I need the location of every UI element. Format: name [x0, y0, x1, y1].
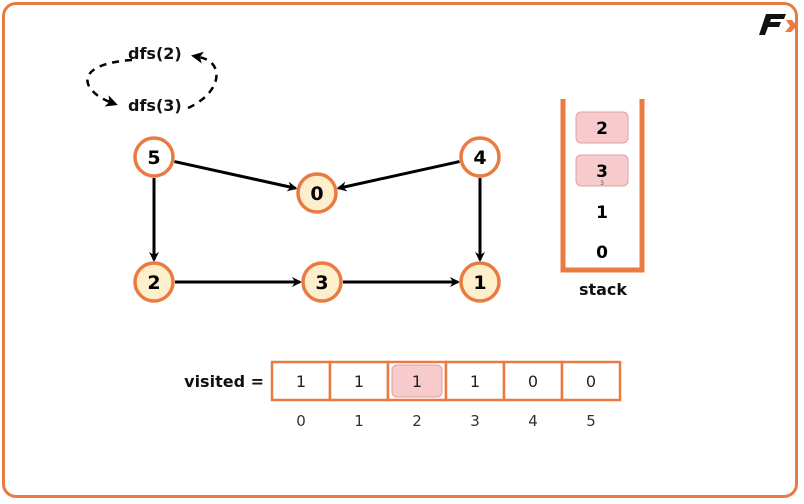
- return-arrow-up: [187, 51, 218, 110]
- stack-item: 33: [575, 154, 629, 187]
- stack-item: 2: [575, 111, 629, 144]
- node-label: 0: [310, 183, 323, 205]
- node-circle: [459, 261, 501, 303]
- visited-cell-value: 1: [470, 372, 480, 391]
- edge-5-to-0: [174, 160, 298, 192]
- visited-cell: 05: [560, 360, 622, 430]
- graph-node-4: 4: [459, 136, 501, 178]
- visited-cell: 04: [502, 360, 564, 430]
- visited-label: visited =: [184, 372, 264, 391]
- recursion-annotation: dfs(2) dfs(3): [86, 44, 218, 115]
- node-circle: [296, 172, 338, 214]
- node-label: 1: [473, 272, 486, 294]
- visited-cell-value: 1: [354, 372, 364, 391]
- visited-cell-value: 1: [296, 372, 306, 391]
- visited-cell: 11: [328, 360, 390, 430]
- visited-index-label: 1: [354, 412, 364, 430]
- graph-node-3: 3: [301, 261, 343, 303]
- graph-node-0: 0: [296, 172, 338, 214]
- node-label: 3: [315, 272, 328, 294]
- brand-logo: [759, 14, 797, 35]
- visited-cell-box: [444, 360, 506, 402]
- stack-item: 0: [596, 243, 608, 263]
- graph-node-2: 2: [133, 261, 175, 303]
- call-label-dfs-2: dfs(2): [128, 44, 182, 63]
- diagram-frame: [2, 2, 798, 498]
- visited-cell-value: 1: [412, 372, 422, 391]
- stack-item-highlight: [575, 154, 629, 187]
- visited-cell-value: 0: [528, 372, 538, 391]
- visited-cell: 10: [270, 360, 332, 430]
- visited-cell: 12: [386, 360, 448, 430]
- node-label: 4: [473, 147, 486, 169]
- visited-index-label: 3: [470, 412, 480, 430]
- stack-outline: [560, 99, 645, 273]
- visited-index-label: 4: [528, 412, 538, 430]
- stack-item: 1: [596, 203, 608, 223]
- call-arrow-down: [86, 58, 133, 107]
- call-label-dfs-3: dfs(3): [128, 96, 182, 115]
- stack-item-value: 3: [596, 162, 608, 182]
- visited-cell-box: [560, 360, 622, 402]
- graph-nodes: 5 0 4 2 3 1: [133, 136, 501, 303]
- node-circle: [459, 136, 501, 178]
- stack-item-subscript: 3: [600, 180, 604, 187]
- visited-index-label: 5: [586, 412, 596, 430]
- visited-index-label: 2: [412, 412, 422, 430]
- graph-node-1: 1: [459, 261, 501, 303]
- visited-cell-highlight: [391, 364, 443, 398]
- stack-item-value: 0: [596, 243, 608, 263]
- stack-item-value: 2: [596, 119, 608, 139]
- stack-item-value: 1: [596, 203, 608, 223]
- stack-item-highlight: [575, 111, 629, 144]
- stack-label: stack: [579, 280, 627, 299]
- node-label: 5: [147, 147, 160, 169]
- visited-cell: 13: [444, 360, 506, 430]
- visited-cell-value: 0: [586, 372, 596, 391]
- visited-cell-box: [502, 360, 564, 402]
- graph-node-5: 5: [133, 136, 175, 178]
- node-circle: [133, 261, 175, 303]
- visited-index-label: 0: [296, 412, 306, 430]
- node-circle: [301, 261, 343, 303]
- stack-container: 2 33 1 0 stack: [560, 99, 645, 299]
- node-circle: [133, 136, 175, 178]
- edge-4-to-0: [336, 160, 460, 192]
- graph-edges: [149, 160, 485, 287]
- node-label: 2: [147, 272, 160, 294]
